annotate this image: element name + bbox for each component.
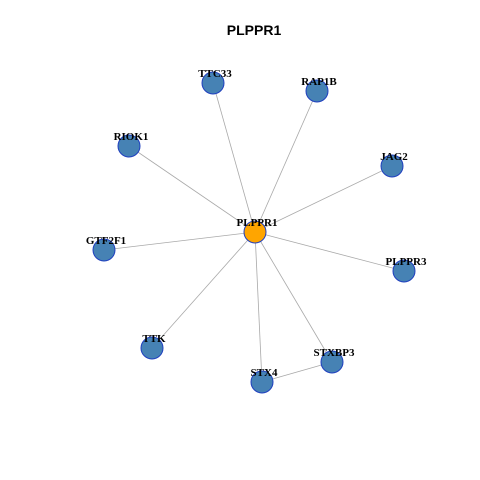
node-ttk	[140, 336, 164, 360]
edge-plppr1-riok1	[128, 145, 256, 233]
edge-plppr1-ttc33	[212, 82, 256, 233]
node-ttc33	[201, 71, 225, 95]
node-label-plppr1: PLPPR1	[237, 217, 278, 229]
node-plppr3	[392, 259, 416, 283]
edge-plppr1-rap1b	[254, 90, 318, 233]
node-label-stxbp3: STXBP3	[314, 347, 355, 359]
node-label-gtf2f1: GTF2F1	[86, 235, 126, 247]
node-label-ttc33: TTC33	[198, 68, 232, 80]
node-label-jag2: JAG2	[380, 151, 408, 163]
node-label-stx4: STX4	[251, 367, 278, 379]
node-label-ttk: TTK	[142, 333, 166, 345]
edge-plppr1-ttk	[151, 231, 256, 349]
node-plppr1	[243, 220, 267, 244]
edge-plppr1-stx4	[254, 231, 263, 383]
nodes-layer	[92, 71, 416, 394]
node-jag2	[380, 154, 404, 178]
edge-plppr1-stxbp3	[254, 231, 333, 363]
diagram-title: PLPPR1	[227, 22, 282, 38]
node-label-plppr3: PLPPR3	[386, 256, 427, 268]
edge-stx4-stxbp3	[261, 361, 333, 383]
node-rap1b	[305, 79, 329, 103]
edge-plppr1-plppr3	[254, 231, 405, 272]
node-gtf2f1	[92, 238, 116, 262]
edge-plppr1-jag2	[254, 165, 393, 233]
edges-layer	[103, 82, 405, 383]
node-stxbp3	[320, 350, 344, 374]
node-label-rap1b: RAP1B	[301, 76, 337, 88]
node-label-riok1: RIOK1	[114, 131, 149, 143]
edge-plppr1-gtf2f1	[103, 231, 256, 251]
node-stx4	[250, 370, 274, 394]
node-riok1	[117, 134, 141, 158]
